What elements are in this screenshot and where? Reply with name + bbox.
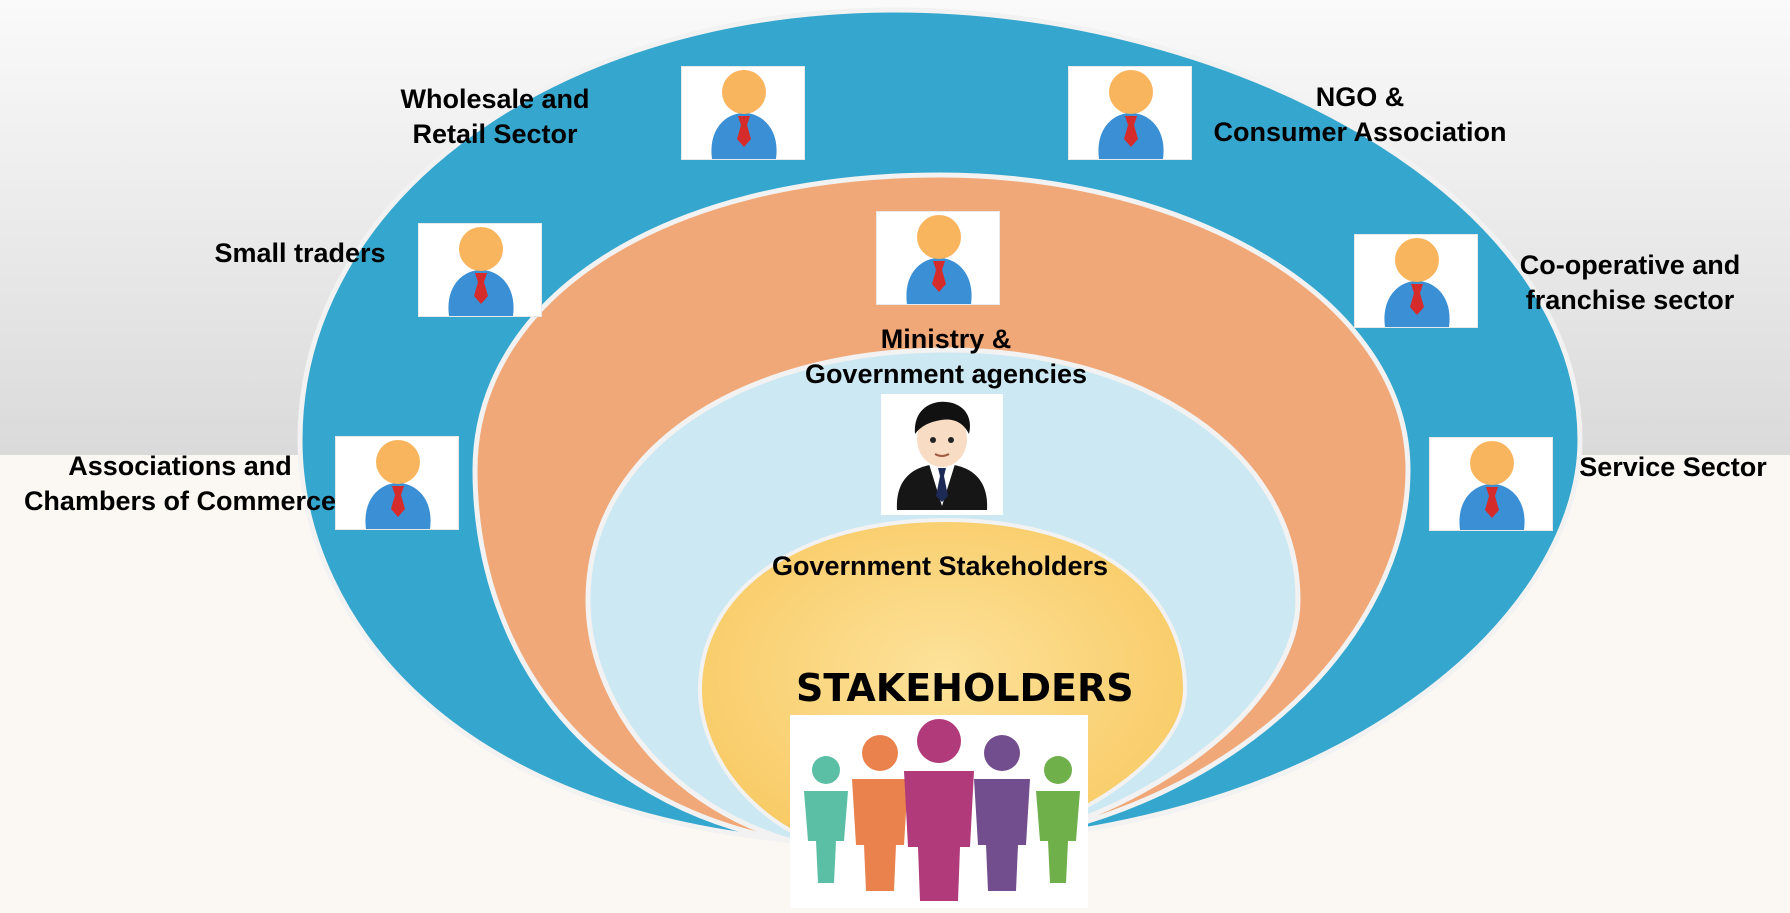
person-avatar-icon xyxy=(1384,238,1450,327)
person-avatar-icon xyxy=(365,440,431,529)
avatar-service-sector xyxy=(1429,437,1553,531)
official-card xyxy=(881,394,1003,515)
label-service-sector: Service Sector xyxy=(1579,452,1767,482)
person-avatar-icon xyxy=(1098,70,1164,159)
label-associations-chambers: Associations and Chambers of Commerce xyxy=(23,451,337,516)
person-avatar-icon xyxy=(1459,441,1525,530)
label-government-stakeholders: Government Stakeholders xyxy=(771,551,1109,581)
person-avatar-icon xyxy=(711,70,777,159)
person-magenta xyxy=(904,719,974,901)
people-group-card xyxy=(790,715,1088,908)
avatar-ministry xyxy=(876,211,1000,305)
avatar-ngo-consumer xyxy=(1068,66,1192,160)
person-teal xyxy=(804,756,848,883)
label-ngo-consumer: NGO & Consumer Association xyxy=(1213,82,1507,147)
avatar-associations xyxy=(335,436,459,530)
person-purple xyxy=(974,735,1030,891)
label-cooperative-franchise: Co-operative and franchise sector xyxy=(1519,250,1741,315)
label-ministry-agencies: Ministry & Government agencies xyxy=(804,324,1088,389)
avatar-small-traders xyxy=(418,223,542,317)
label-wholesale-retail: Wholesale and Retail Sector xyxy=(400,84,590,149)
avatar-cooperative xyxy=(1354,234,1478,328)
center-title: STAKEHOLDERS xyxy=(796,666,1134,710)
avatar-wholesale-retail xyxy=(681,66,805,160)
person-green xyxy=(1036,756,1080,883)
person-avatar-icon xyxy=(906,215,972,304)
person-avatar-icon xyxy=(448,227,514,316)
people-group-icon xyxy=(804,719,1080,901)
person-orange xyxy=(852,735,908,891)
label-small-traders: Small traders xyxy=(214,238,386,268)
businessman-icon xyxy=(896,401,988,510)
